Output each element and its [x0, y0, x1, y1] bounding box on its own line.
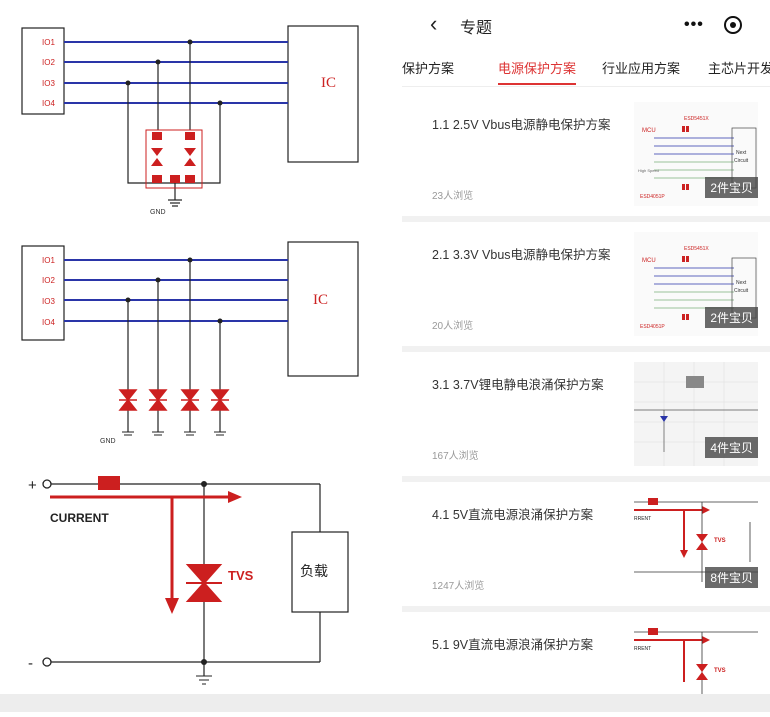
load-label: 负载 [300, 563, 328, 579]
app-header: ‹ 专题 ••• [402, 0, 770, 48]
io3-label: IO3 [42, 79, 55, 88]
card-title: 4.1 5V直流电源浪涌保护方案 [432, 508, 594, 522]
svg-text:Next: Next [736, 280, 747, 286]
svg-text:MCU: MCU [642, 258, 656, 264]
svg-text:Circuit: Circuit [734, 158, 749, 164]
io3-label-2: IO3 [42, 297, 55, 306]
current-label: CURRENT [50, 511, 109, 525]
svg-text:Circuit: Circuit [734, 288, 749, 294]
diagram-tvs-diodes: IC IO1 IO2 IO3 IO4 GND [21, 241, 359, 445]
mini-program-capsule: ••• [674, 11, 752, 39]
ic-label-1: IC [321, 75, 336, 91]
card-thumbnail: MCU ESD5451X Next Circuit ESD4051P 2件宝贝 [634, 232, 758, 336]
close-target-icon[interactable] [723, 16, 742, 34]
active-tab-indicator [498, 83, 576, 85]
svg-text:TVS: TVS [714, 668, 726, 674]
schematic-image: IC IO1 IO2 IO3 IO4 GND [0, 0, 362, 712]
io2-label: IO2 [42, 58, 55, 67]
diagram-current-tvs: + - 负载 TVS CURRENT [28, 476, 349, 685]
card-views: 1247人浏览 [432, 581, 485, 592]
tvs-schematics: IC IO1 IO2 IO3 IO4 GND [21, 25, 359, 685]
bottom-bar [0, 694, 770, 712]
product-count-badge: 8件宝贝 [705, 567, 758, 588]
card-title: 2.1 3.3V Vbus电源静电保护方案 [432, 248, 611, 262]
card-views: 23人浏览 [432, 191, 474, 202]
io1-label: IO1 [42, 38, 55, 47]
svg-text:High Speed: High Speed [638, 168, 659, 173]
plus-label: + [28, 477, 37, 494]
tab-4[interactable]: 主芯片开发 [708, 61, 770, 76]
card-title: 3.1 3.7V锂电静电浪涌保护方案 [432, 378, 604, 392]
card-thumbnail: 4件宝贝 [634, 362, 758, 466]
card-title: 5.1 9V直流电源浪涌保护方案 [432, 638, 594, 652]
card-views: 20人浏览 [432, 321, 474, 332]
io2-label-2: IO2 [42, 276, 55, 285]
gnd-label-2: GND [100, 438, 116, 445]
page-title: 专题 [460, 20, 493, 37]
solution-card[interactable]: 3.1 3.7V锂电静电浪涌保护方案 167人浏览 4件宝贝 [402, 352, 770, 482]
svg-text:RRENT: RRENT [634, 646, 651, 652]
diagram-esd-array: IC IO1 IO2 IO3 IO4 GND [21, 25, 359, 216]
card-title: 1.1 2.5V Vbus电源静电保护方案 [432, 118, 611, 132]
svg-text:MCU: MCU [642, 128, 656, 134]
io4-label: IO4 [42, 99, 55, 108]
tvs-label: TVS [228, 568, 254, 583]
more-icon[interactable]: ••• [684, 16, 704, 33]
solution-card[interactable]: 1.1 2.5V Vbus电源静电保护方案 23人浏览 MCU ESD5451X… [402, 92, 770, 222]
tab-bar: 保护方案 电源保护方案 行业应用方案 主芯片开发 [402, 50, 770, 86]
svg-text:Next: Next [736, 150, 747, 156]
tab-3[interactable]: 行业应用方案 [602, 61, 681, 76]
svg-text:ESD4051P: ESD4051P [640, 194, 665, 200]
svg-text:ESD4051P: ESD4051P [640, 324, 665, 330]
app-screen: ‹ 专题 ••• 保护方案 电源保护方案 行业应用方案 主芯片开发 1.1 2.… [402, 0, 770, 712]
tab-1[interactable]: 保护方案 [402, 61, 455, 76]
svg-text:ESD5451X: ESD5451X [684, 246, 709, 252]
gnd-label-1: GND [150, 209, 166, 216]
io4-label-2: IO4 [42, 318, 55, 327]
card-views: 167人浏览 [432, 451, 479, 462]
svg-text:ESD5451X: ESD5451X [684, 116, 709, 122]
io1-label-2: IO1 [42, 256, 55, 265]
product-count-badge: 4件宝贝 [705, 437, 758, 458]
tab-2[interactable]: 电源保护方案 [498, 61, 577, 76]
svg-text:RRENT: RRENT [634, 516, 651, 522]
card-thumbnail: TVS RRENT 8件宝贝 [634, 492, 758, 596]
product-count-badge: 2件宝贝 [705, 307, 758, 328]
card-thumbnail: MCU ESD5451X Next Circuit High Speed ESD… [634, 102, 758, 206]
product-count-badge: 2件宝贝 [705, 177, 758, 198]
svg-text:TVS: TVS [714, 538, 726, 544]
minus-label: - [28, 655, 33, 672]
solution-card[interactable]: 4.1 5V直流电源浪涌保护方案 1247人浏览 TVS RRENT 8件宝贝 [402, 482, 770, 612]
back-icon[interactable]: ‹ [430, 11, 438, 36]
solution-card[interactable]: 2.1 3.3V Vbus电源静电保护方案 20人浏览 MCU ESD5451X… [402, 222, 770, 352]
ic-label-2: IC [313, 292, 328, 308]
